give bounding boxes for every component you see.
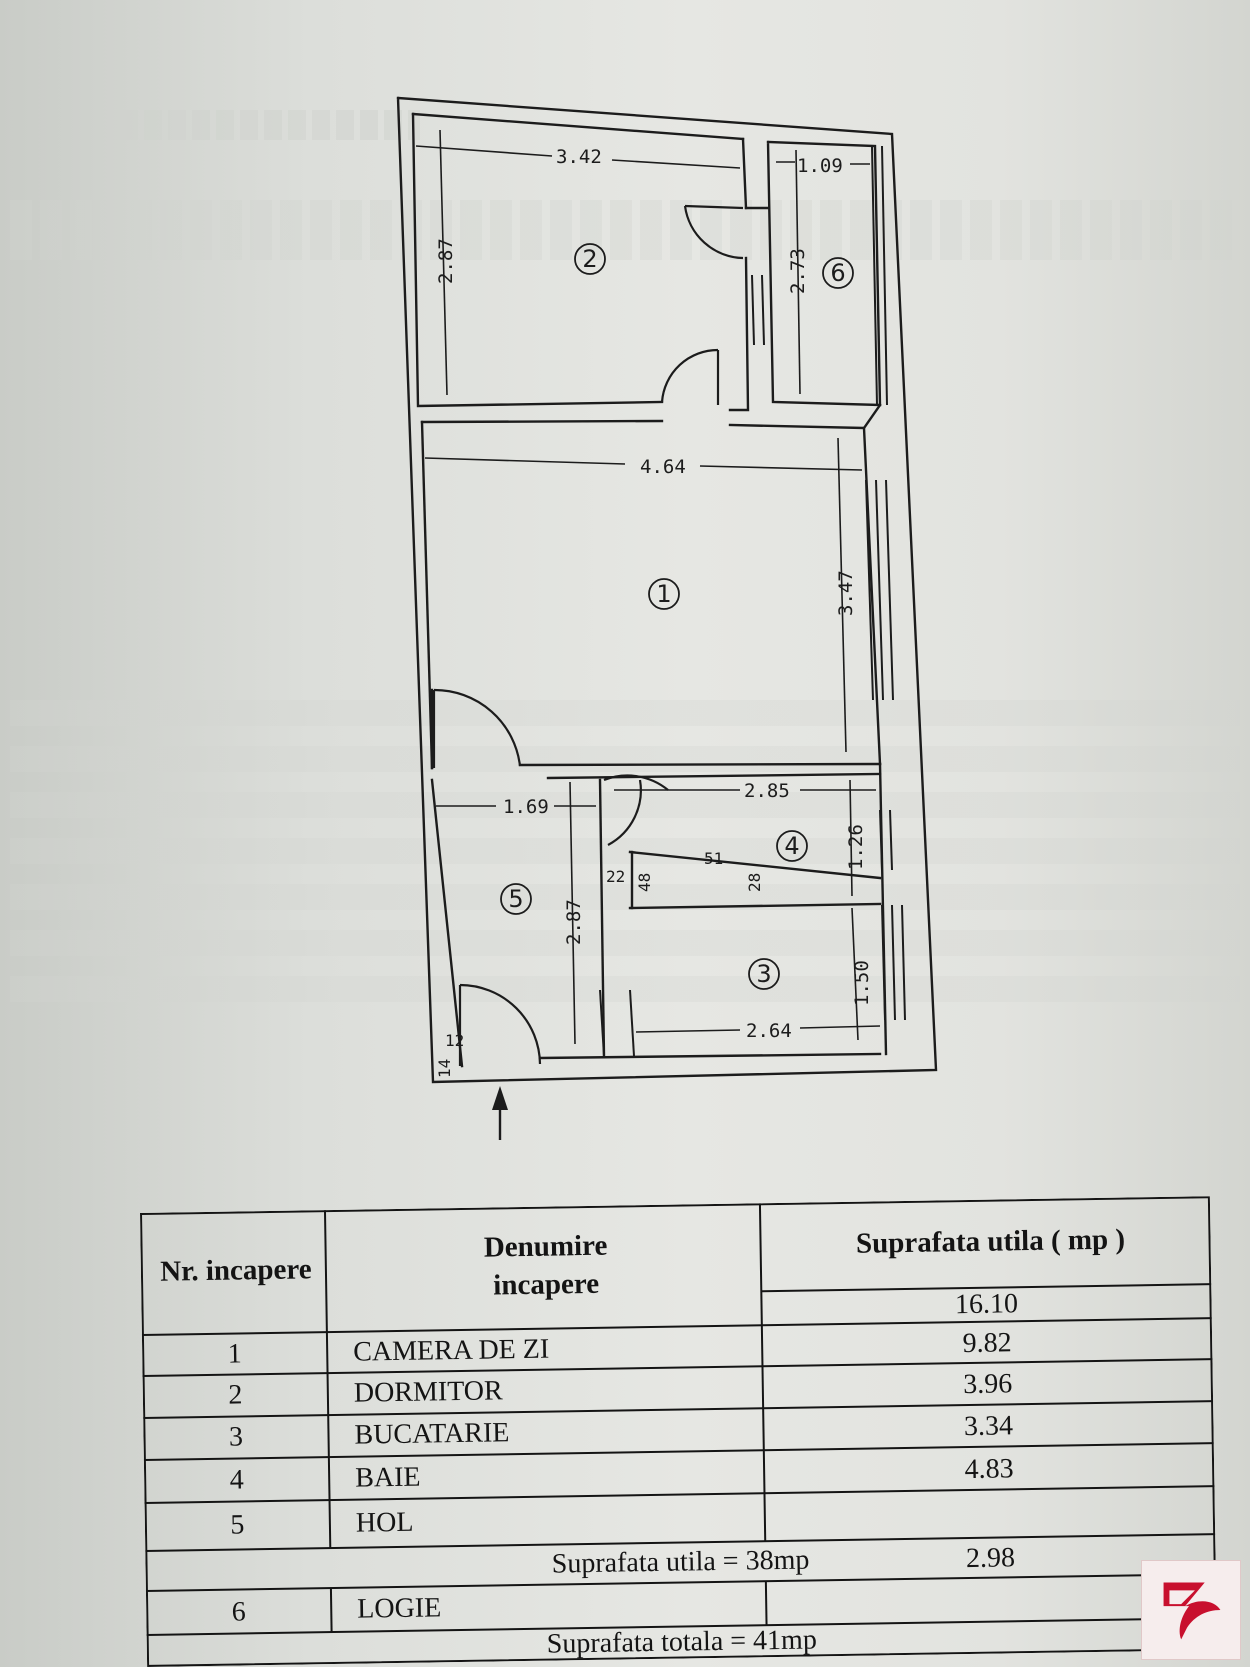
dim-small-51: 51 [704,849,723,868]
table-row-4-name: BAIE [354,1461,421,1494]
dim-room3-width: 2.64 [746,1020,792,1042]
show-through-text [10,200,1240,260]
room-label-1: 1 [656,580,671,608]
room-label-2: 2 [582,245,597,273]
entrance-arrow-icon [492,1086,508,1140]
header-suprafata: Suprafata utila ( mp ) [855,1223,1126,1260]
table-row-2-name: DORMITOR [353,1375,503,1409]
table-row-2-nr: 2 [228,1379,243,1411]
table-row-1-area: 16.10 [954,1288,1019,1321]
header-denumire: Denumire incapere [483,1229,608,1302]
table-row-2-area: 9.82 [962,1327,1012,1360]
table-row-3-nr: 3 [228,1421,244,1453]
area-table: Nr. incapere Denumire incapere Suprafata… [140,1196,1217,1667]
room-label-6: 6 [830,259,845,287]
header-nr: Nr. incapere [159,1253,312,1288]
dim-room6-width: 1.09 [797,155,843,177]
room-label-5: 5 [508,885,523,913]
dim-room1-width: 4.64 [640,456,686,478]
table-row-1-nr: 1 [227,1337,242,1370]
room-label-4: 4 [784,832,799,860]
dim-room5-width: 1.69 [503,796,549,818]
dim-small-28: 28 [745,873,764,892]
table-row-5-name: HOL [355,1506,414,1539]
table-row-5-nr: 5 [230,1509,245,1541]
dim-room2-height: 2.87 [435,238,457,284]
table-row-1-name: CAMERA DE ZI [352,1333,550,1368]
dim-small-22: 22 [606,867,625,886]
table-row-6-nr: 6 [231,1596,247,1628]
show-through-text [10,700,1240,1020]
table-row-6-name: LOGIE [357,1592,442,1625]
table-row-3-name: BUCATARIE [354,1417,510,1451]
table-grid [140,1196,1217,1667]
dim-small-14: 14 [435,1059,454,1078]
show-through-text [120,110,420,140]
dim-small-12: 12 [445,1031,464,1050]
dim-room4-width: 2.85 [744,780,790,802]
room-label-3: 3 [756,960,771,988]
table-row-3-area: 3.96 [963,1368,1013,1401]
dim-room2-width: 3.42 [556,146,602,168]
table-row-4-area: 3.34 [963,1410,1014,1443]
table-row-5-area: 4.83 [964,1453,1014,1486]
dim-room5-height: 2.87 [563,899,585,945]
floor-plan: 3.42 2.87 1.09 2.73 4.64 3.47 1.69 2.87 … [396,96,938,1140]
brand-logo-icon [1141,1560,1241,1660]
dim-room1-height: 3.47 [835,570,857,616]
table-row-4-nr: 4 [229,1463,244,1496]
dim-room4-height: 1.26 [845,824,867,870]
dim-small-48: 48 [635,873,654,892]
dim-room3-height: 1.50 [851,960,873,1006]
dim-room6-height: 2.73 [787,248,809,294]
